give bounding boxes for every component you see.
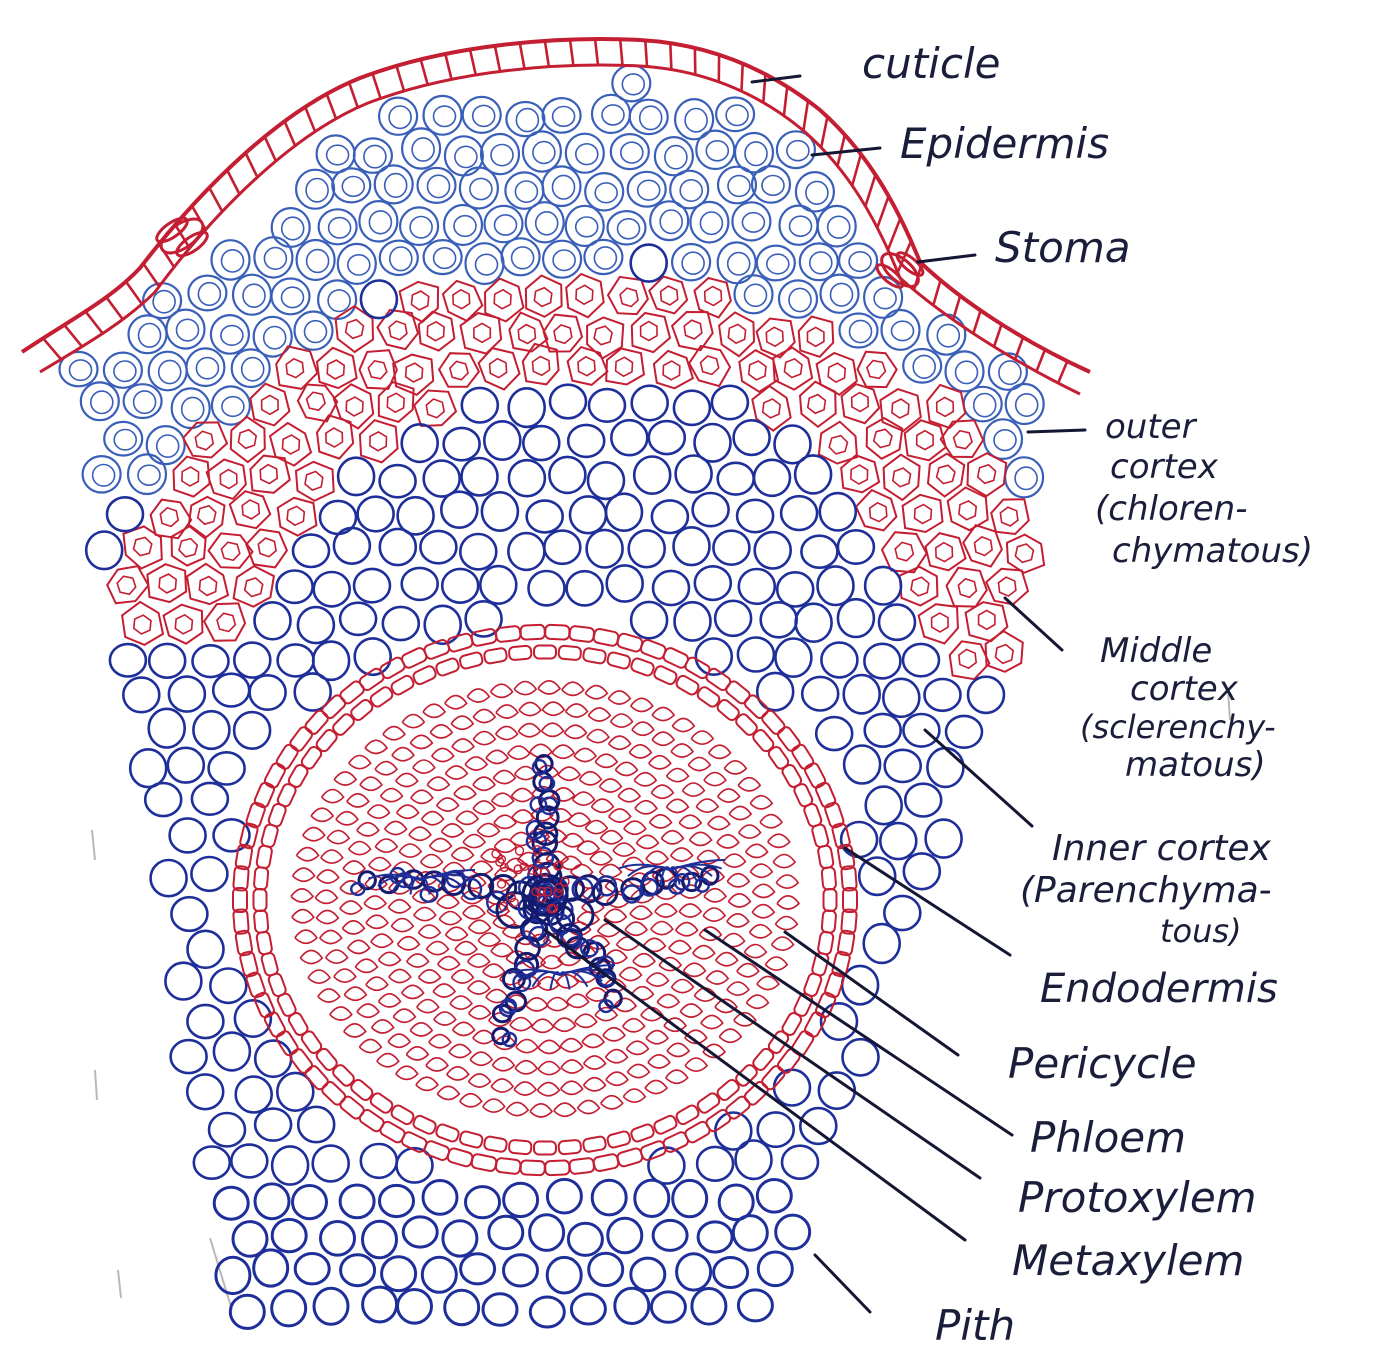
label-outer-cortex-1: outer [1105,407,1198,447]
label-protoxylem: Protoxylem [1018,1173,1257,1222]
label-epidermis: Epidermis [900,119,1109,168]
epidermis-cell-wall [670,43,671,69]
label-inner-cortex-1: Inner cortex [1052,828,1272,869]
label-cuticle: cuticle [862,39,1000,88]
label-outer-cortex-3: (chloren- [1095,489,1247,529]
leader-outer-cortex [1028,430,1085,432]
label-endodermis: Endodermis [1040,966,1278,1012]
epidermis-cell-wall [742,64,743,92]
label-outer-cortex-4: chymatous) [1112,531,1313,571]
label-outer-cortex-2: cortex [1110,447,1219,487]
label-middle-cortex-1: Middle [1100,631,1212,671]
label-metaxylem: Metaxylem [1012,1236,1244,1285]
label-phloem: Phloem [1030,1113,1186,1162]
label-middle-cortex-2: cortex [1130,669,1239,709]
epidermis-cell-wall [645,40,647,66]
label-middle-cortex-4: matous) [1125,745,1266,785]
label-pith: Pith [935,1301,1015,1349]
label-middle-cortex-3: (sclerenchy- [1080,708,1276,746]
label-pericycle: Pericycle [1008,1039,1197,1088]
label-stoma: Stoma [995,223,1130,272]
label-inner-cortex-3: tous) [1160,912,1242,950]
label-inner-cortex-2: (Parenchyma- [1020,870,1272,911]
